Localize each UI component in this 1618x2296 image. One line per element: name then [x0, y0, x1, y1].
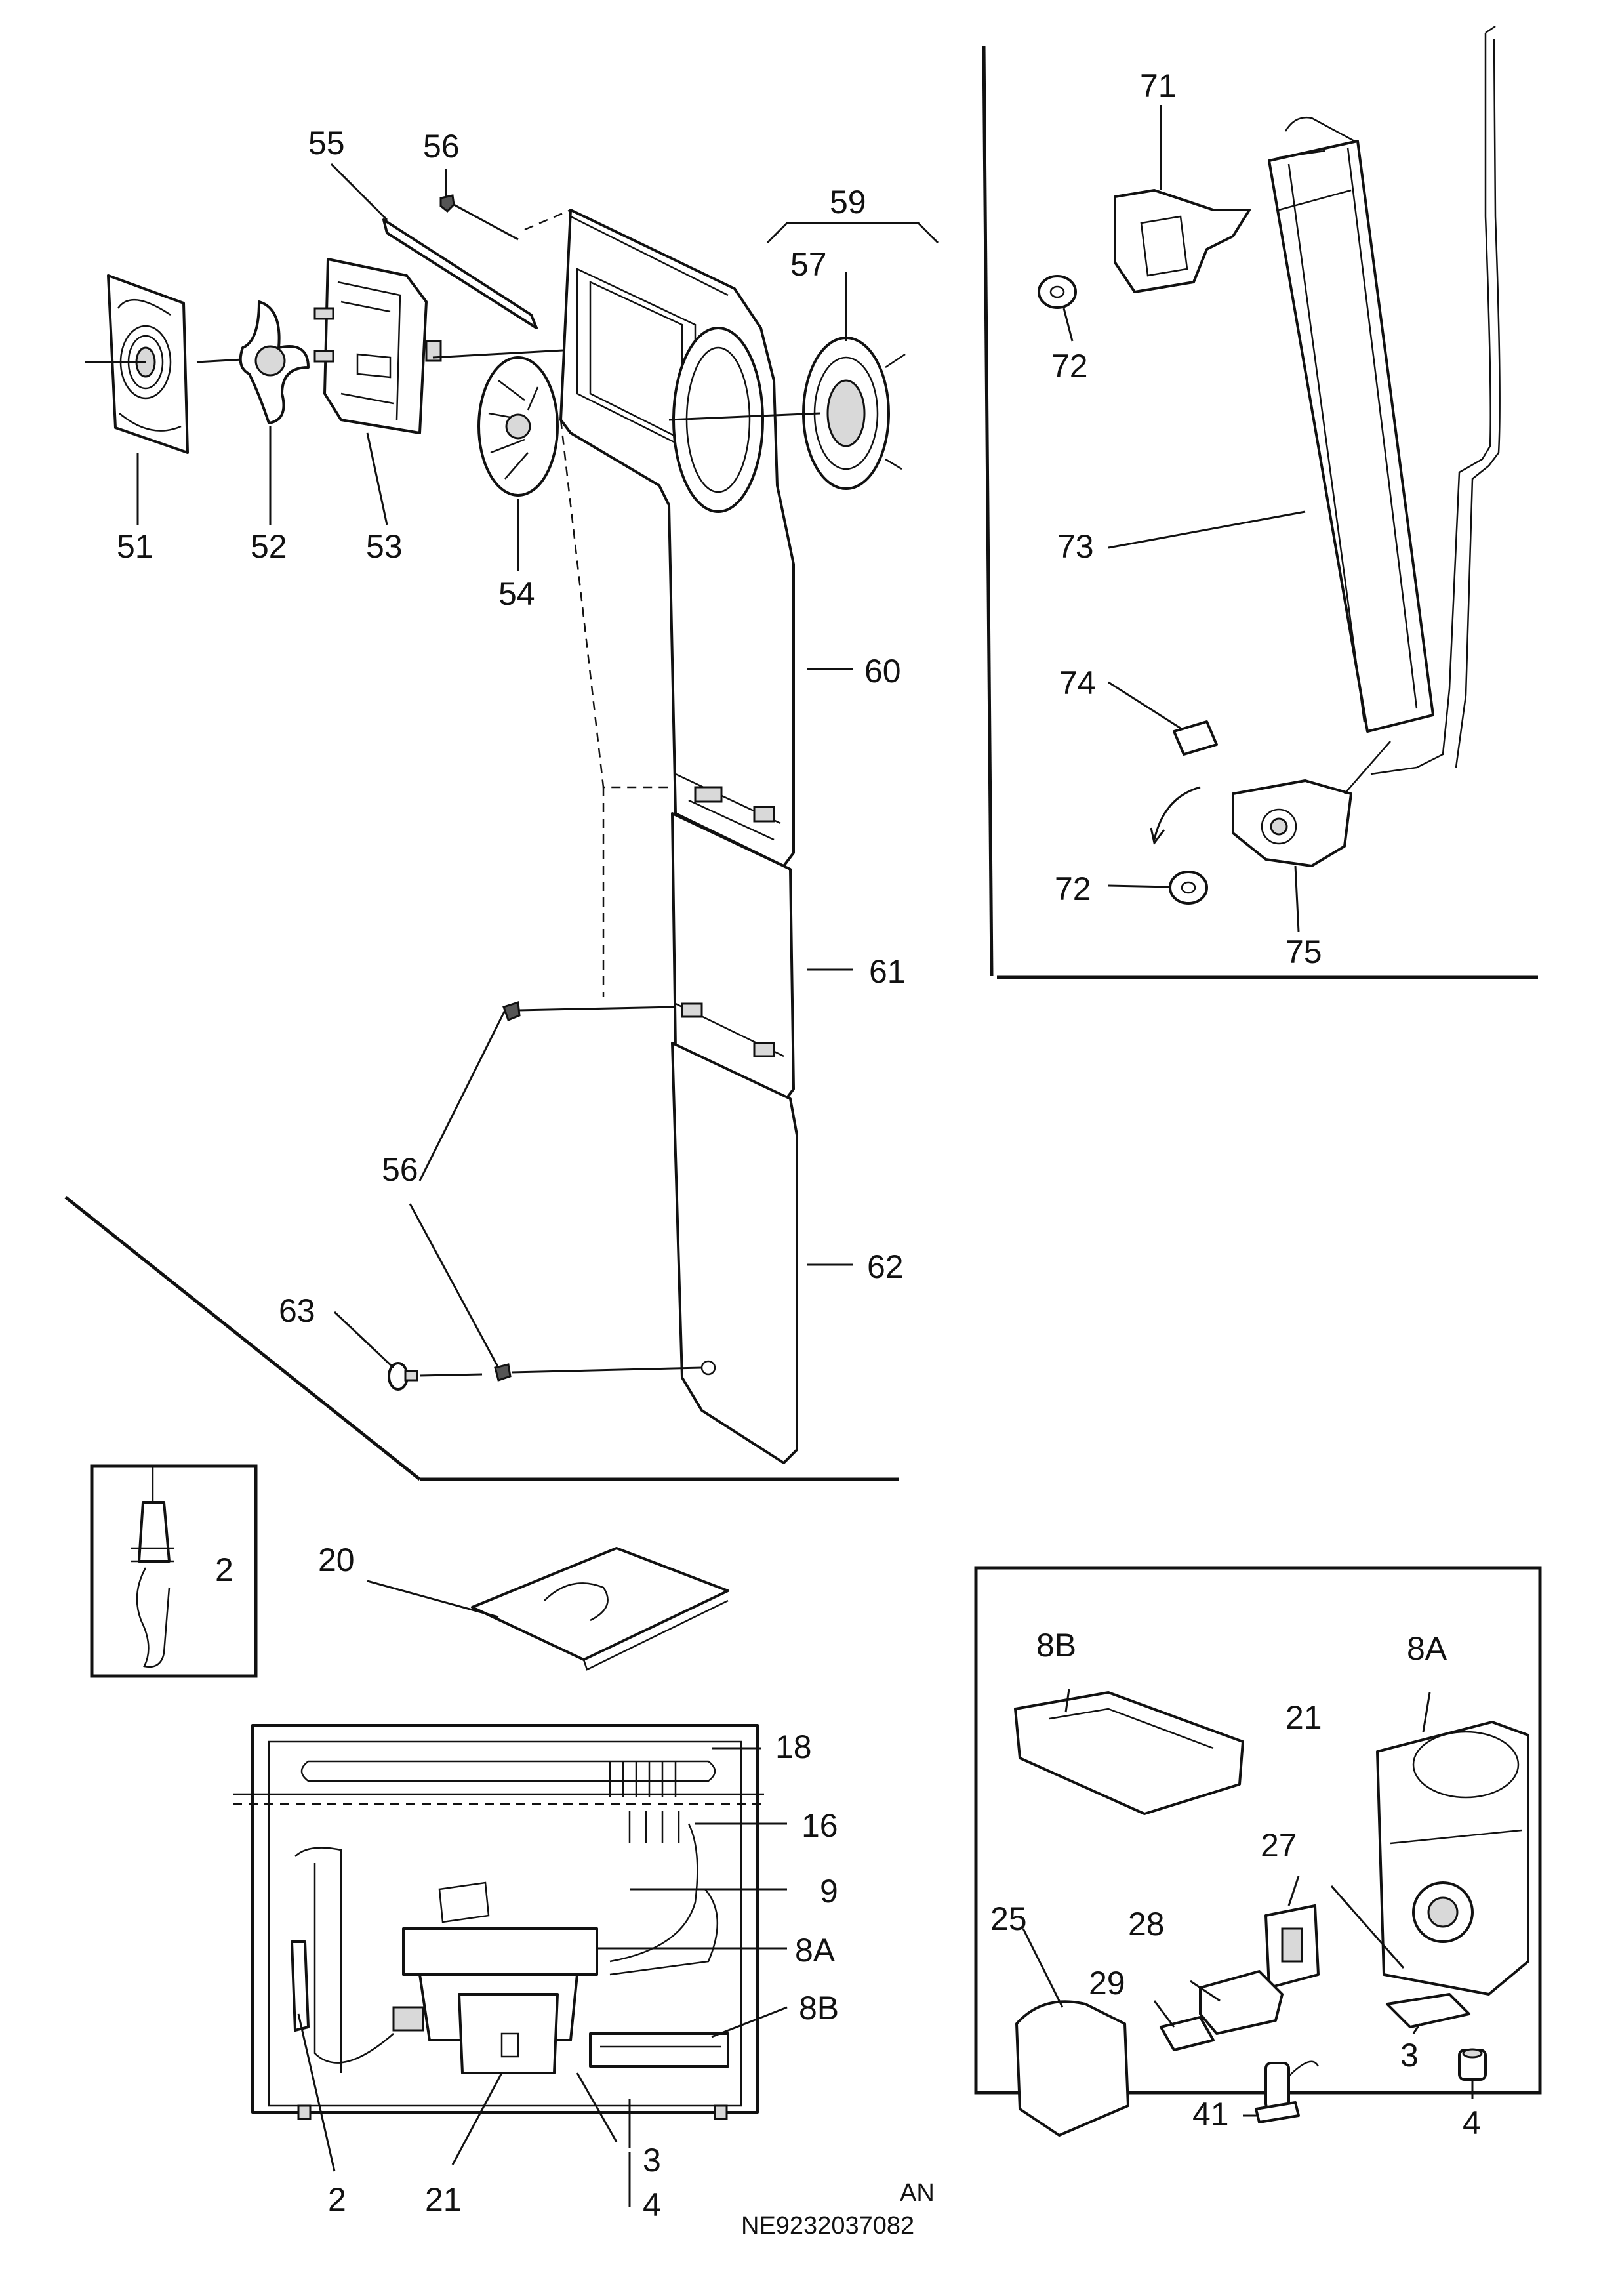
insulation-strip-55 — [382, 218, 538, 329]
compressor-8A-detail — [1376, 1721, 1529, 1996]
protector-28 — [1199, 1970, 1284, 2035]
callout-9: 9 — [820, 1873, 838, 1910]
manual-20 — [471, 1547, 729, 1671]
callout-71: 71 — [1140, 68, 1177, 104]
capillary-tube — [1370, 25, 1496, 775]
callout-16: 16 — [801, 1807, 838, 1844]
tray-8B-detail — [1014, 1691, 1244, 1815]
condenser-tube — [300, 1760, 716, 1782]
callout-28: 28 — [1128, 1906, 1165, 1942]
callout-73: 73 — [1057, 528, 1094, 565]
callout-75: 75 — [1285, 933, 1322, 970]
fan-cover-51 — [107, 274, 189, 454]
capacitor-41 — [1255, 2060, 1320, 2123]
callout-21: 21 — [425, 2181, 462, 2218]
relay-27 — [1264, 1904, 1320, 1989]
callout-20: 20 — [318, 1542, 355, 1578]
compressor-21 — [392, 1881, 598, 2074]
callout-72-bottom: 72 — [1055, 871, 1091, 907]
clamp-3-detail — [1386, 1993, 1470, 2028]
rear-panel-61 — [671, 812, 795, 1103]
callout-63: 63 — [279, 1292, 315, 1329]
callout-72-top: 72 — [1051, 348, 1088, 384]
callout-62: 62 — [867, 1248, 904, 1285]
divider-vertical — [982, 45, 994, 977]
callout-3-detail: 3 — [1400, 2037, 1419, 2074]
callout-29: 29 — [1089, 1965, 1125, 2001]
callout-56-mid: 56 — [382, 1151, 418, 1188]
screw-56-bottom — [494, 1363, 512, 1382]
callout-55: 55 — [308, 125, 345, 161]
callout-41: 41 — [1192, 2096, 1229, 2133]
callout-56-top: 56 — [423, 128, 460, 165]
footer-code-an: AN — [900, 2179, 935, 2207]
fan-blade-52 — [239, 300, 310, 424]
callout-8A: 8A — [795, 1932, 836, 1969]
callout-52: 52 — [251, 528, 287, 565]
heater-cover-71 — [1114, 189, 1251, 293]
callout-4-detail: 4 — [1463, 2104, 1481, 2141]
callout-21-detail: 21 — [1285, 1699, 1322, 1736]
callout-3: 3 — [643, 2142, 661, 2179]
callout-60: 60 — [864, 653, 901, 689]
screw-56-mid — [502, 1001, 521, 1021]
callout-57: 57 — [790, 246, 827, 283]
cap-72-top — [1038, 275, 1077, 309]
callout-8A-detail: 8A — [1407, 1630, 1447, 1667]
divider-diagonal — [64, 1196, 421, 1481]
cover-25 — [1015, 2000, 1129, 2137]
motor-bracket-53 — [313, 258, 442, 434]
callout-27: 27 — [1261, 1827, 1297, 1864]
callout-51: 51 — [117, 528, 153, 565]
cap-72-bottom — [1169, 871, 1208, 905]
callout-18: 18 — [775, 1729, 812, 1765]
thermostat-bracket-75 — [1232, 741, 1391, 867]
footer-code-number: NE9232037082 — [741, 2212, 914, 2240]
drip-tray-8B — [589, 2032, 729, 2068]
connector-29 — [1160, 2016, 1215, 2051]
callout-2-detail: 2 — [215, 1551, 233, 1588]
plug-63 — [388, 1362, 418, 1391]
rotate-arrow — [1150, 786, 1201, 846]
clip-74 — [1173, 720, 1218, 756]
callout-59: 59 — [830, 184, 866, 220]
callout-8B-detail: 8B — [1036, 1627, 1076, 1664]
grommet-4-detail — [1458, 2048, 1487, 2081]
callout-53: 53 — [366, 528, 403, 565]
detail-box-electrical — [974, 1566, 1542, 2095]
callout-8B: 8B — [799, 1990, 839, 2026]
sensor-2 — [131, 1466, 174, 1668]
rear-panel-62 — [671, 1042, 798, 1464]
detail-box-sensor — [90, 1464, 258, 1678]
screw-56-top — [439, 194, 455, 213]
callout-61: 61 — [869, 953, 906, 990]
rear-panel-60 — [559, 209, 795, 867]
callout-74: 74 — [1059, 665, 1096, 701]
fan-shroud-54 — [477, 356, 559, 497]
bracket-59 — [766, 222, 939, 244]
callout-4: 4 — [643, 2186, 661, 2223]
callout-2-cabinet: 2 — [328, 2181, 346, 2218]
callout-25: 25 — [990, 1900, 1027, 1937]
callout-54: 54 — [498, 575, 535, 612]
evaporator-73 — [1268, 116, 1434, 733]
sensor-2-in-cabinet — [291, 1940, 310, 2032]
